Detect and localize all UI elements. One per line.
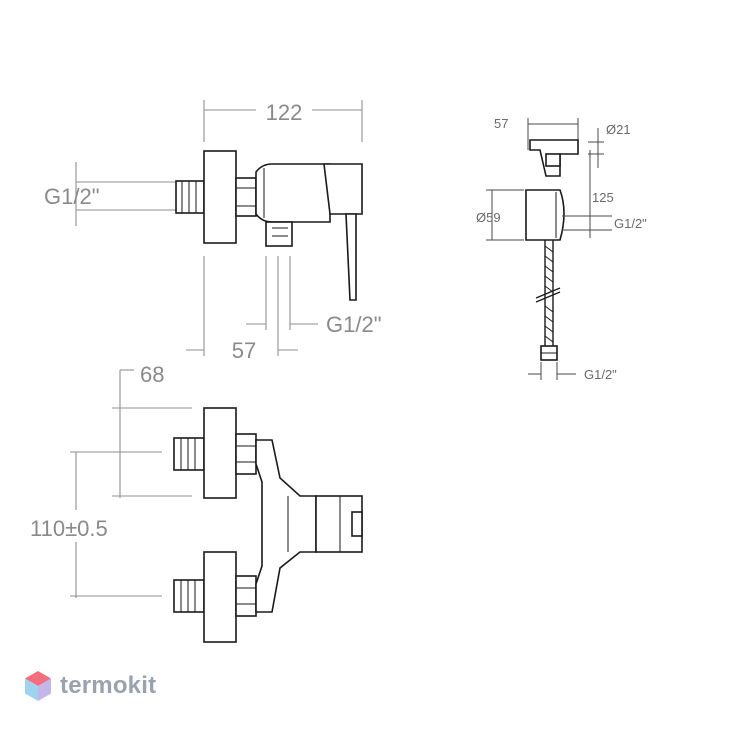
dim-label-diameter-small: Ø21 [606, 122, 631, 137]
dim-label-shower-width: 57 [494, 116, 508, 131]
hex-nut-upper [235, 433, 257, 475]
shower-button [545, 153, 561, 167]
mixer-body [255, 163, 331, 223]
dim-label-inlet-depth: 68 [140, 362, 164, 387]
dim-label-holder-diameter: Ø59 [476, 210, 501, 225]
wall-escutcheon-upper [203, 407, 237, 499]
dim-label-shower-height: 125 [592, 190, 614, 205]
hex-nut [235, 177, 257, 217]
outlet-connector [265, 221, 293, 247]
brand-logo-icon [25, 671, 51, 701]
dim-label-outlet-thread: G1/2" [326, 312, 382, 337]
dim-label-thread-left: G1/2" [44, 184, 100, 209]
dim-label-outlet-offset: 57 [232, 338, 256, 363]
hand-shower-set: 57 Ø21 125 Ø59 G1/2" [476, 116, 647, 382]
wall-escutcheon [203, 150, 237, 244]
handle-lever [345, 213, 357, 301]
dim-label-holder-thread: G1/2" [614, 216, 647, 231]
front-view-mixer: 68 110±0.5 [30, 362, 363, 643]
threaded-inlet-upper [173, 437, 205, 471]
shower-holder [525, 189, 565, 241]
dim-label-hose-thread: G1/2" [584, 367, 617, 382]
mixer-body-front [255, 439, 317, 613]
brand-name: termokit [60, 672, 157, 699]
brand-watermark: termokit [24, 670, 156, 702]
dim-label-overall-width: 122 [266, 100, 303, 125]
hex-nut-lower [235, 575, 257, 617]
dim-label-inlet-spacing: 110±0.5 [30, 516, 108, 541]
threaded-inlet-lower [173, 579, 205, 613]
top-view-mixer: 122 G1/2" G1/2" [44, 100, 382, 363]
handle-cap [351, 511, 363, 537]
braided-hose [544, 245, 554, 343]
threaded-inlet [175, 180, 205, 214]
mixer-handle [323, 163, 363, 215]
wall-escutcheon-lower [203, 551, 237, 643]
